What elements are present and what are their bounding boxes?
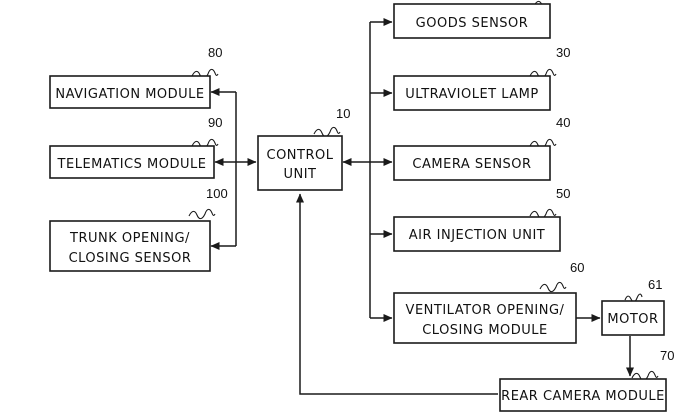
control-unit-block: CONTROL UNIT bbox=[257, 135, 343, 191]
ventilator-module-label-line1: VENTILATOR OPENING/ bbox=[406, 303, 565, 318]
trunk-sensor-label-line1: TRUNK OPENING/ bbox=[69, 231, 190, 246]
ref-100: 100 bbox=[206, 186, 228, 201]
reference-numerals: 80 90 100 10 30 40 50 60 61 70 bbox=[206, 45, 674, 363]
leader-80 bbox=[191, 68, 219, 80]
navigation-module-label: NAVIGATION MODULE bbox=[55, 87, 204, 102]
trunk-sensor-label-line2: CLOSING SENSOR bbox=[69, 251, 192, 266]
telematics-module-label: TELEMATICS MODULE bbox=[57, 157, 207, 172]
leader-70 bbox=[631, 370, 659, 382]
camera-sensor-block: CAMERA SENSOR bbox=[393, 145, 551, 181]
leader-60 bbox=[539, 281, 567, 293]
control-unit-label-line1: CONTROL bbox=[267, 148, 334, 163]
navigation-module-block: NAVIGATION MODULE bbox=[49, 75, 211, 109]
ref-61: 61 bbox=[648, 277, 662, 292]
ref-30: 30 bbox=[556, 45, 570, 60]
air-injection-unit-label: AIR INJECTION UNIT bbox=[409, 228, 545, 243]
connectors bbox=[210, 18, 634, 395]
ultraviolet-lamp-block: ULTRAVIOLET LAMP bbox=[393, 75, 551, 111]
control-unit-label-line2: UNIT bbox=[283, 167, 316, 182]
air-injection-unit-block: AIR INJECTION UNIT bbox=[393, 216, 561, 252]
ref-10: 10 bbox=[336, 106, 350, 121]
leader-10 bbox=[313, 126, 341, 138]
motor-label: MOTOR bbox=[607, 312, 658, 327]
ref-70: 70 bbox=[660, 348, 674, 363]
motor-block: MOTOR bbox=[601, 300, 665, 336]
rear-camera-module-block: REAR CAMERA MODULE bbox=[499, 378, 667, 412]
ref-50: 50 bbox=[556, 186, 570, 201]
camera-sensor-label: CAMERA SENSOR bbox=[412, 157, 531, 172]
leader-100 bbox=[188, 208, 216, 220]
ref-80: 80 bbox=[208, 45, 222, 60]
rear-camera-module-label: REAR CAMERA MODULE bbox=[501, 389, 665, 404]
ref-60: 60 bbox=[570, 260, 584, 275]
ref-40: 40 bbox=[556, 115, 570, 130]
ventilator-module-block: VENTILATOR OPENING/ CLOSING MODULE bbox=[393, 292, 577, 344]
leader-40 bbox=[529, 138, 557, 150]
goods-sensor-block: GOODS SENSOR bbox=[393, 3, 551, 39]
goods-sensor-label: GOODS SENSOR bbox=[416, 16, 529, 31]
ventilator-module-label-line2: CLOSING MODULE bbox=[422, 323, 548, 338]
leader-90 bbox=[191, 138, 219, 150]
leader-30 bbox=[529, 68, 557, 80]
trunk-sensor-block: TRUNK OPENING/ CLOSING SENSOR bbox=[49, 220, 211, 272]
leader-50 bbox=[529, 208, 557, 220]
arrow-rear-camera-to-control bbox=[296, 193, 498, 395]
telematics-module-block: TELEMATICS MODULE bbox=[49, 145, 215, 179]
ref-90: 90 bbox=[208, 115, 222, 130]
reference-leaders bbox=[188, 0, 659, 382]
ultraviolet-lamp-label: ULTRAVIOLET LAMP bbox=[405, 87, 538, 102]
